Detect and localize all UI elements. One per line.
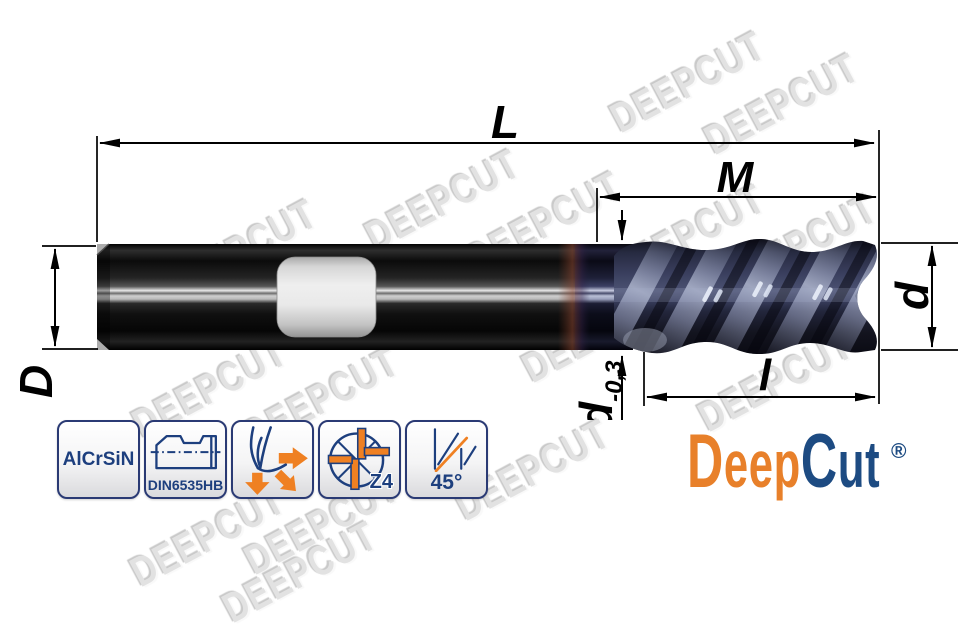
label-overall-length: L: [491, 96, 519, 148]
label-neck-diameter-base: d: [570, 401, 622, 420]
badge-chamfer-angle: 45°: [405, 420, 488, 499]
technical-drawing: L M D d d-0,3: [10, 96, 958, 420]
label-shank-diameter: D: [10, 365, 62, 398]
label-coated-length: M: [717, 153, 755, 202]
dimension-neck-diameter: d-0,3: [570, 210, 628, 420]
weldon-flat: [276, 256, 377, 338]
helix-angle-icon: [433, 428, 477, 472]
logo-deep: Deep: [687, 419, 801, 504]
label-neck-diameter-tolerance: -0,3: [601, 360, 628, 402]
dimension-overall-length: L: [96, 96, 880, 404]
deepcut-logo: DeepCut ®: [687, 429, 927, 500]
flute-cross-section-icon: [327, 427, 391, 491]
shank-standard-label: DIN6535HB: [147, 477, 224, 493]
flute-count-label: Z4: [369, 471, 393, 493]
badge-coating: AlCrSiN: [57, 420, 140, 499]
dimension-cutting-diameter: d: [881, 242, 958, 351]
endmill-flutes: [614, 239, 877, 355]
badge-shank-standard: DIN6535HB: [144, 420, 227, 499]
badge-milling-directions: [231, 420, 314, 499]
registered-trademark-icon: ®: [891, 440, 907, 463]
milling-directions-icon: [245, 426, 308, 495]
dimension-flute-length: l: [643, 351, 876, 406]
label-flute-length: l: [759, 351, 772, 400]
logo-cut: Cut: [800, 419, 881, 504]
label-cutting-diameter: d: [886, 281, 938, 310]
svg-text:d-0,3: d-0,3: [570, 360, 628, 420]
badge-flute-count: Z4: [318, 420, 401, 499]
chamfer-angle-label: 45°: [430, 471, 463, 494]
dimension-coated-length: M: [596, 153, 877, 242]
weldon-shank-icon: [150, 435, 221, 470]
deepcut-logo-text: DeepCut: [687, 424, 880, 500]
coating-label: AlCrSiN: [62, 448, 135, 470]
dimension-shank-diameter: D: [10, 245, 98, 398]
